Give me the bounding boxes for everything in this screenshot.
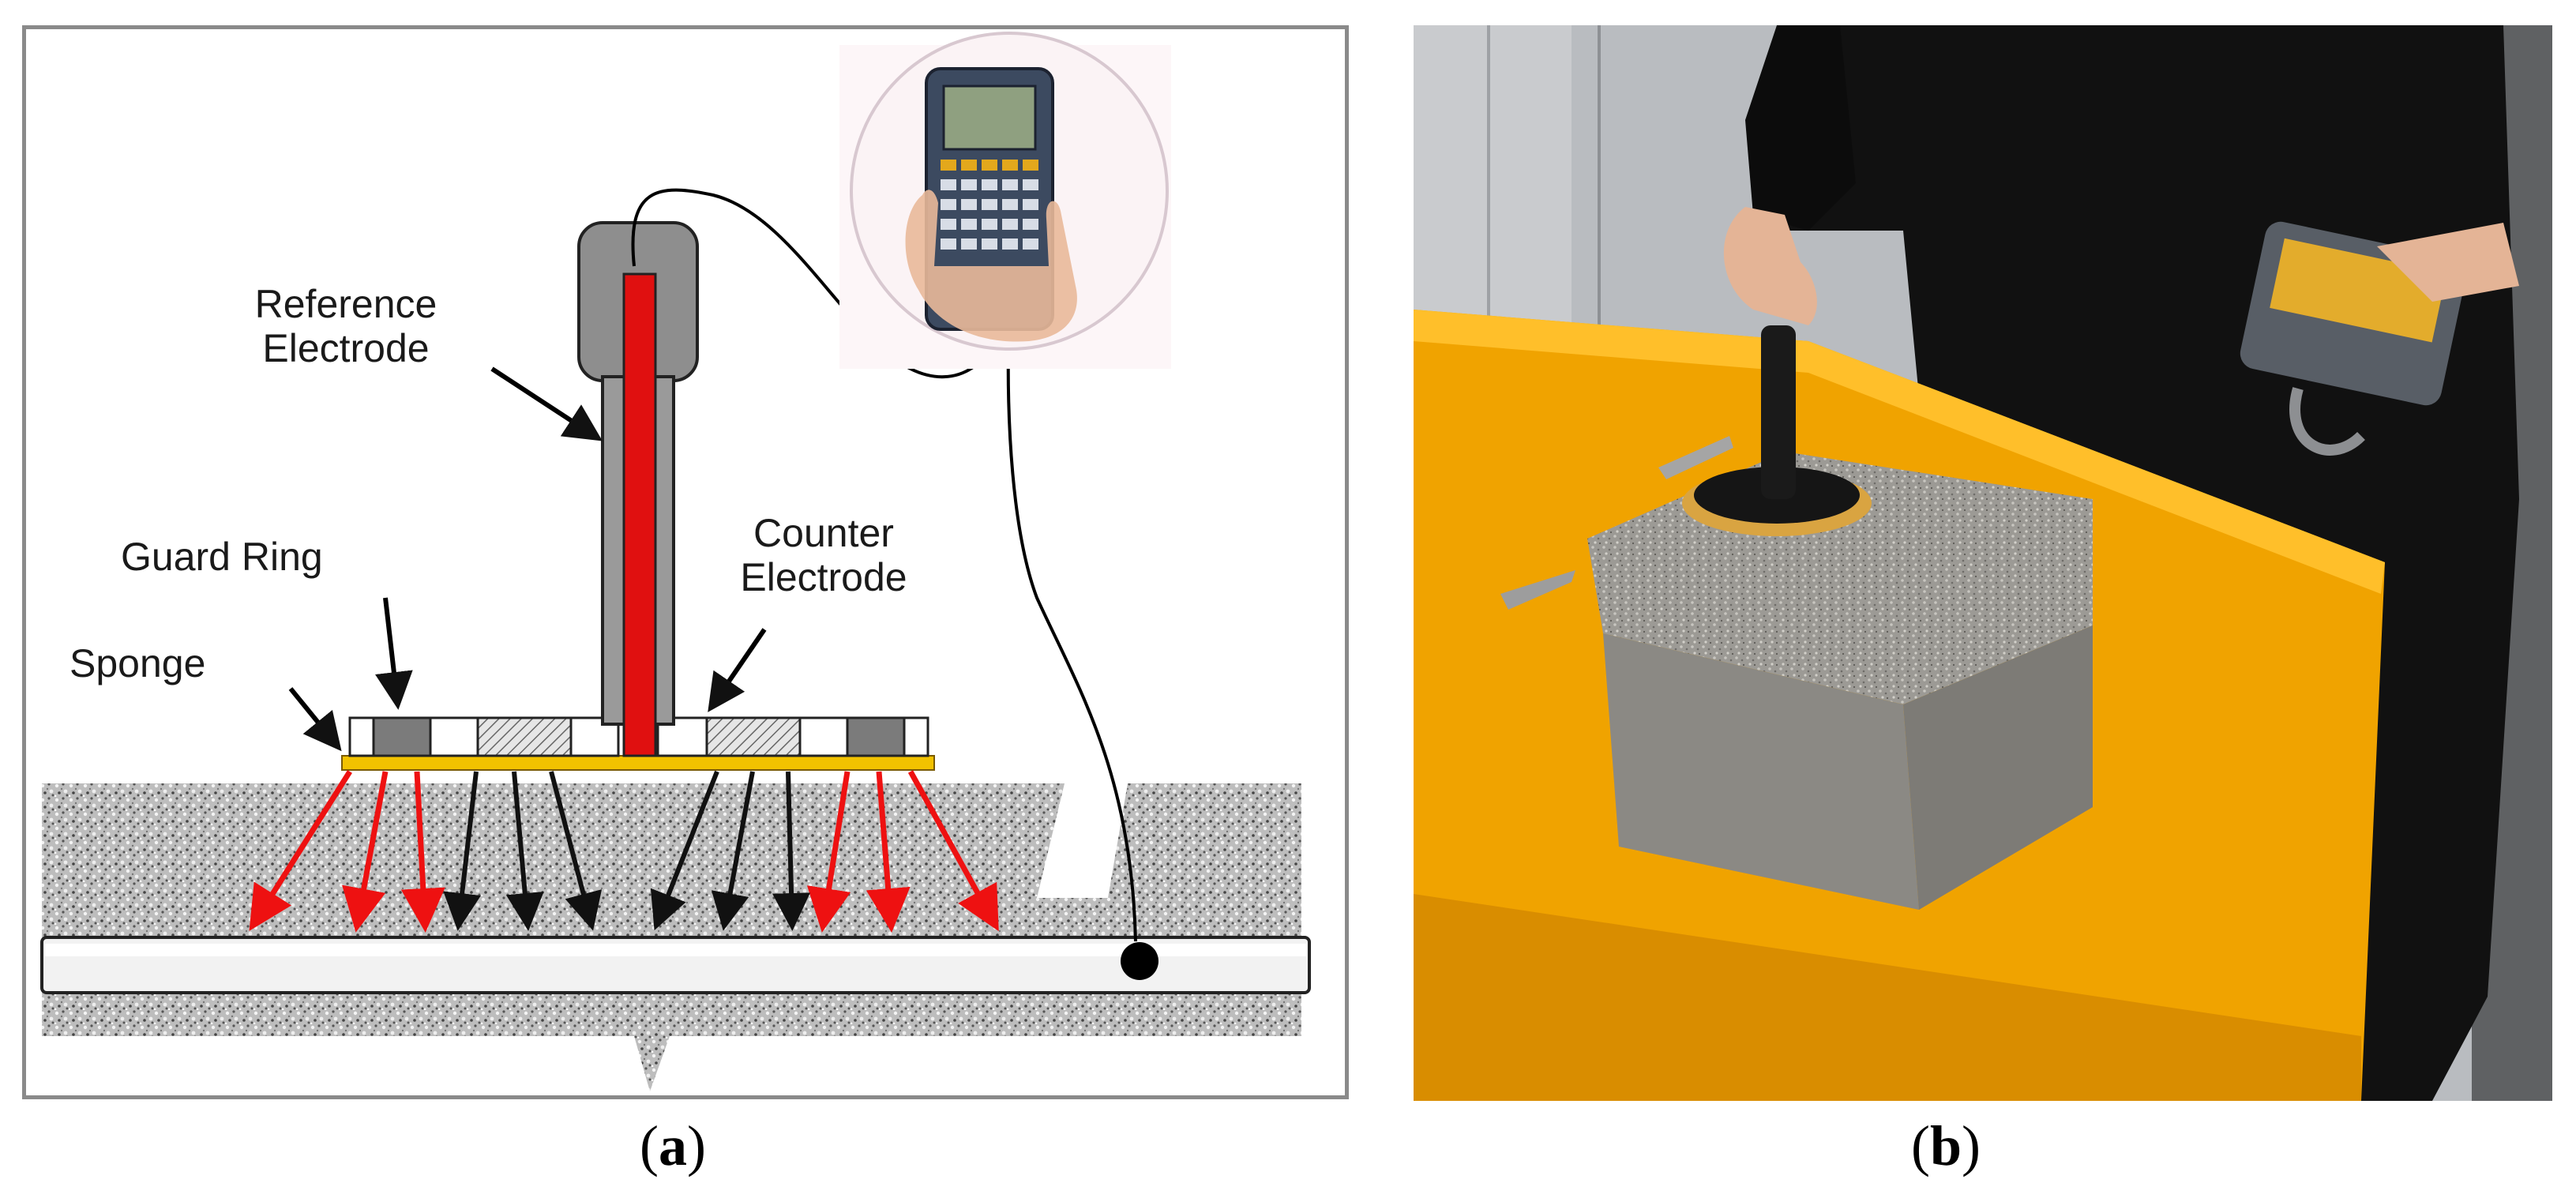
probe-handle [1761, 325, 1796, 499]
multimeter-device-icon [925, 67, 1054, 331]
guard-ring-left [372, 716, 432, 757]
guard-ring-pointer [375, 597, 413, 710]
hand-on-meter [2377, 223, 2519, 302]
schematic-panel: Reference Electrode Guard Ring Counter E… [22, 25, 1349, 1099]
concrete-block-front [1603, 633, 1919, 910]
clip-left [1500, 570, 1575, 610]
counter-current-arrows [443, 770, 811, 931]
counter-electrode-left [476, 716, 573, 757]
caption-b: (b) [1911, 1114, 1981, 1177]
rebar-connection-point [1121, 942, 1158, 980]
caption-a: (a) [640, 1114, 706, 1177]
counter-electrode-right [705, 716, 802, 757]
concrete-block-side [1903, 625, 2093, 910]
guard-current-arrows [249, 770, 999, 933]
sponge-label: Sponge [69, 641, 206, 685]
multimeter-inset [839, 32, 1171, 369]
reference-electrode-rod [622, 272, 657, 757]
schematic-drawing [40, 32, 1311, 1091]
hand-icon [905, 190, 1077, 342]
rebar-cable [1006, 313, 1137, 942]
person-arm [1745, 25, 1856, 231]
photo-panel [1414, 25, 2552, 1101]
counter-electrode-label: Counter Electrode [740, 511, 907, 599]
counter-pointer [708, 628, 767, 712]
guard-ring-right [846, 716, 906, 757]
clip-probe [1658, 436, 1733, 479]
guard-ring-label: Guard Ring [121, 535, 323, 579]
sponge-pointer [288, 687, 342, 752]
photo-illustration [1414, 25, 2552, 1101]
reference-electrode-label: Reference Electrode [254, 282, 437, 370]
hand-on-probe [1723, 207, 1817, 325]
probe-cable [631, 188, 1003, 379]
reference-pointer [490, 366, 603, 441]
electrode-plate [348, 716, 929, 757]
sponge [341, 755, 935, 771]
